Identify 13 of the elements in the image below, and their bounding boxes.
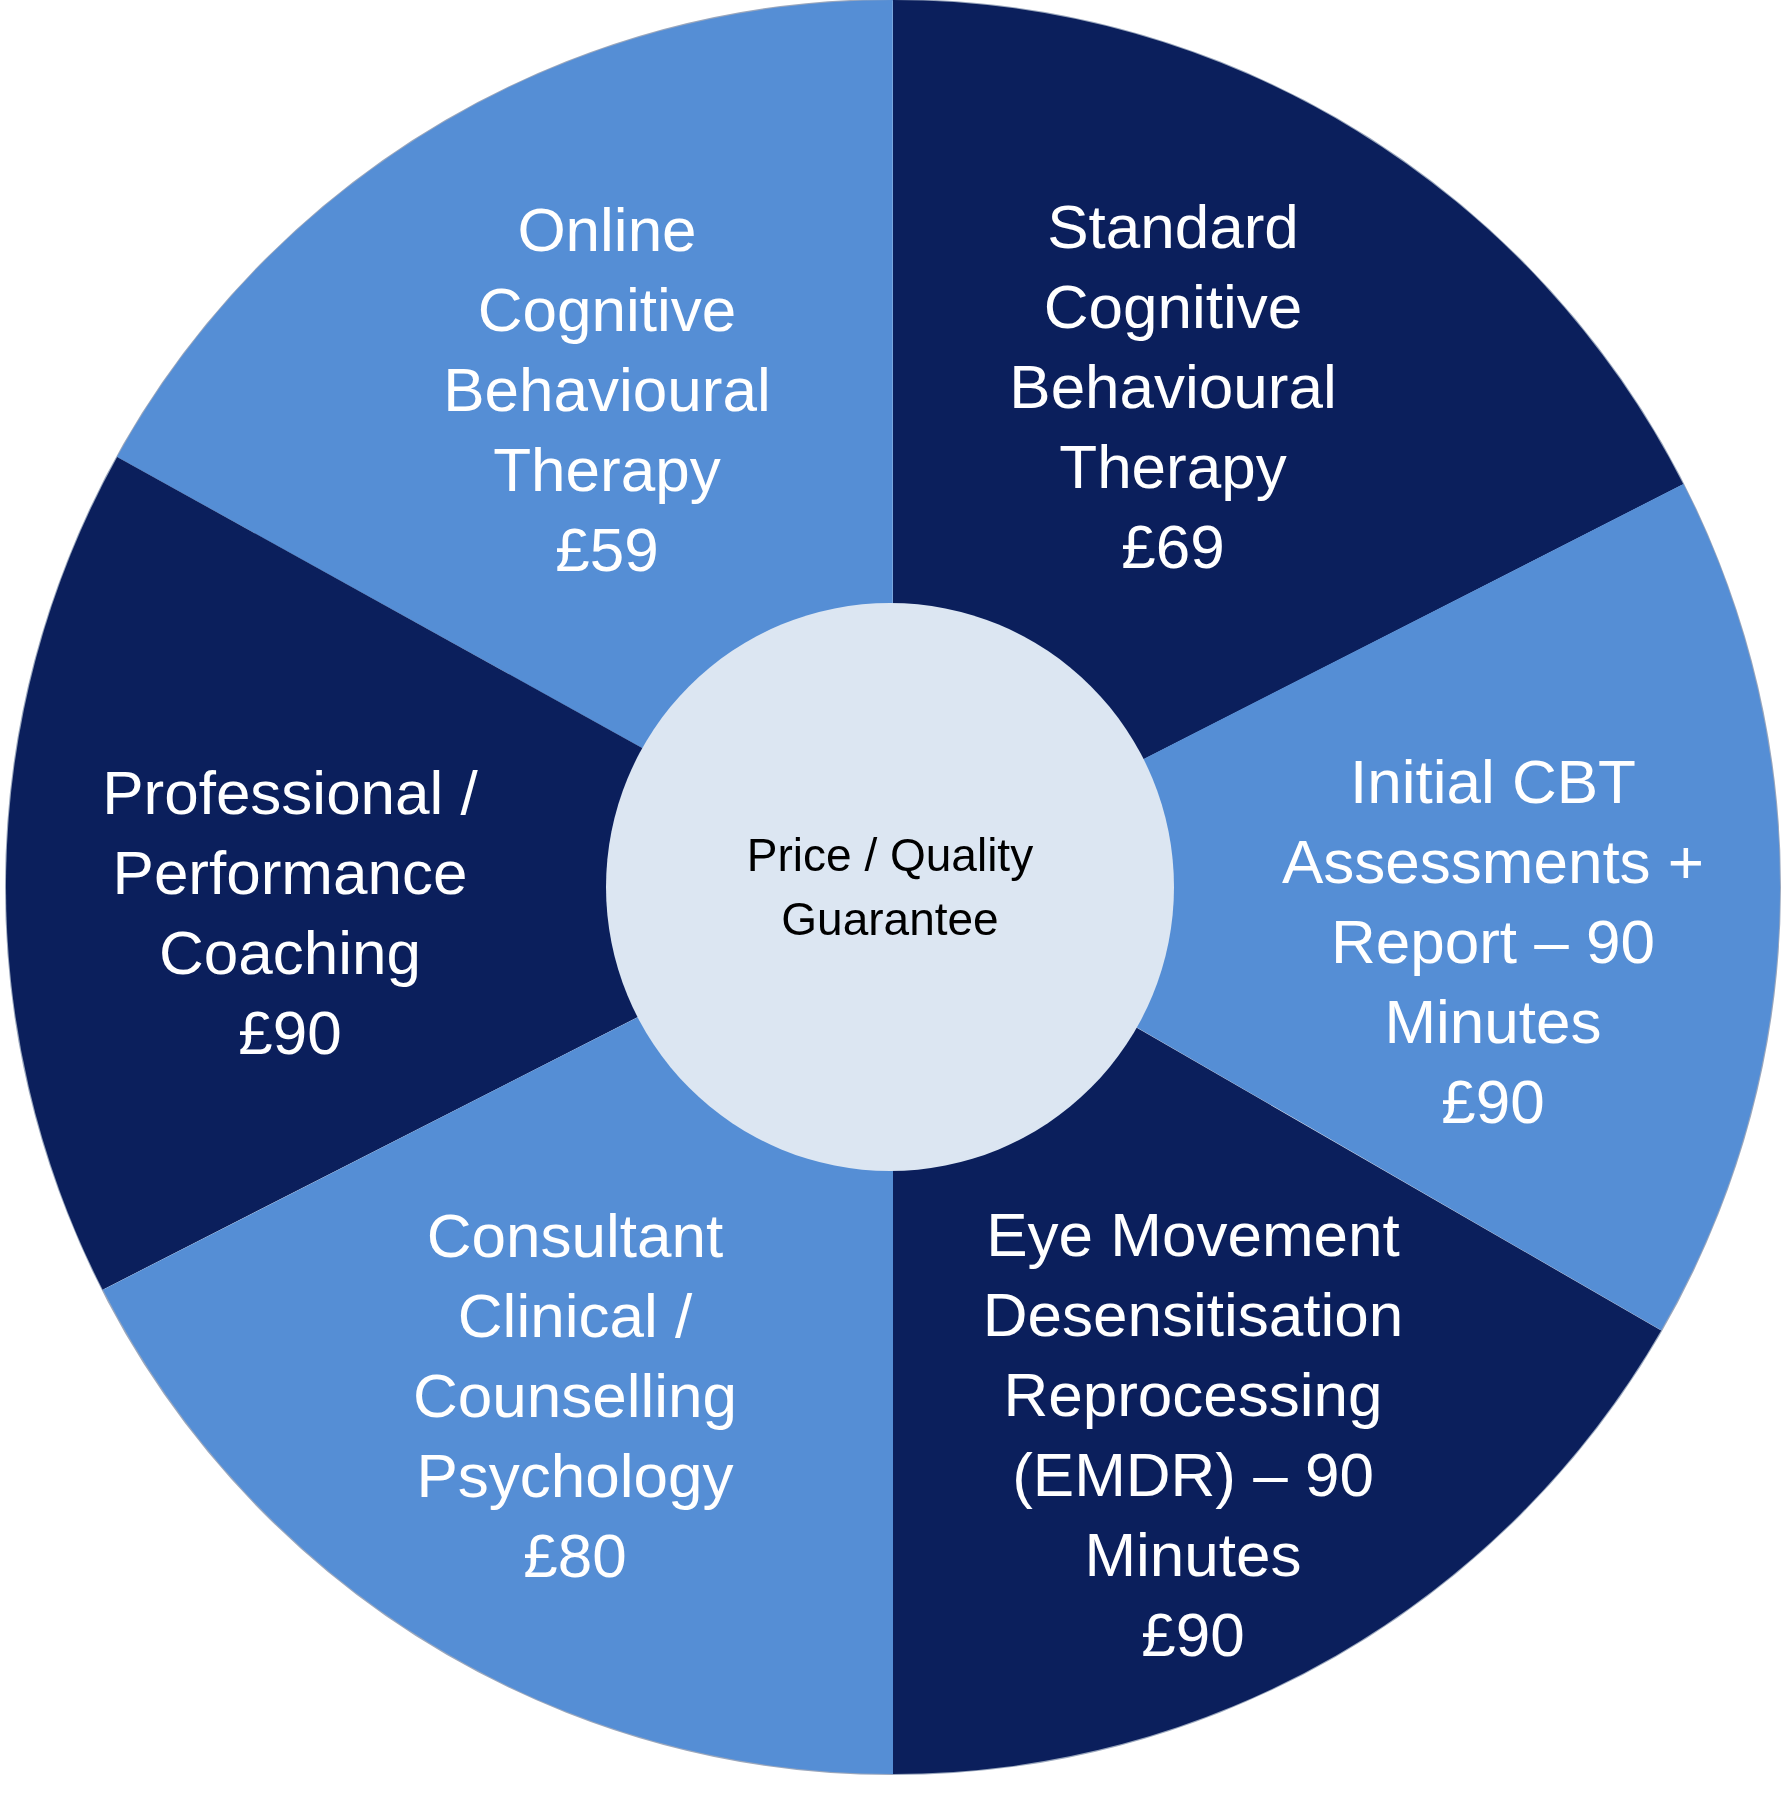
price-label: £90 [1140,1599,1246,1671]
service-name: Consultant Clinical / Counselling Psychology [412,1200,738,1512]
service-name: Professional / Performance Coaching [101,757,479,989]
service-name: Initial CBT Assessments + Report – 90 Minutes [1280,746,1706,1058]
price-label: £90 [237,997,343,1069]
price-label: £80 [522,1520,628,1592]
price-label: £90 [1440,1066,1546,1138]
service-name: Online Cognitive Behavioural Therapy [442,194,772,506]
service-name: Standard Cognitive Behavioural Therapy [1008,191,1338,503]
price-label: £59 [554,514,660,586]
price-label: £69 [1120,511,1226,583]
center-label: Price / Quality Guarantee [745,828,1035,947]
service-name: Eye Movement Desensitisation Reprocessing (EMDR) – 90 Minutes [981,1199,1405,1591]
